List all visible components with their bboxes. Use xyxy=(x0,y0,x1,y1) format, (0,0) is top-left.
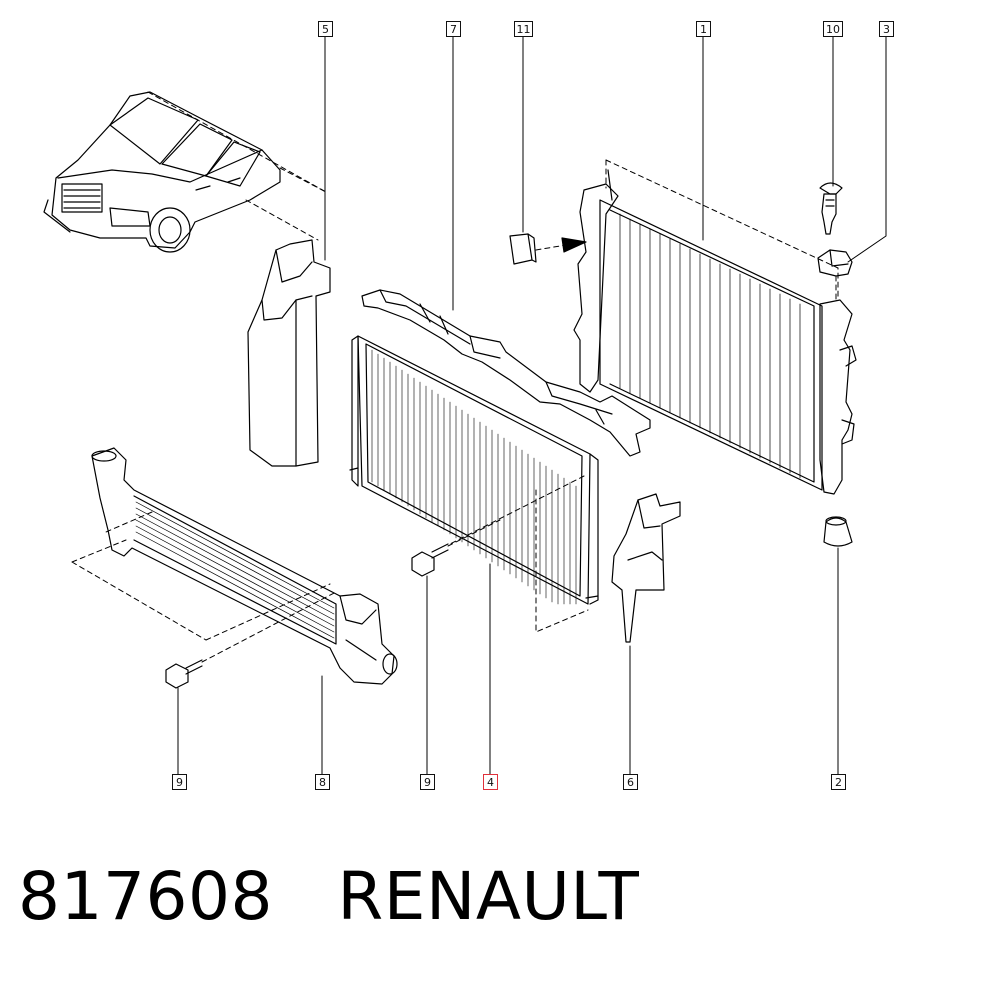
rubber-mount xyxy=(823,516,853,547)
clip-part-10 xyxy=(819,182,843,235)
callout-1: 1 xyxy=(696,21,711,37)
part-caption: 817608 RENAULT xyxy=(18,858,639,935)
callout-5: 5 xyxy=(318,21,333,37)
exploded-parts-diagram xyxy=(43,35,887,775)
radiator xyxy=(573,169,857,495)
sensor-block xyxy=(509,233,537,265)
intercooler xyxy=(91,447,398,685)
callout-2: 2 xyxy=(831,774,846,790)
arrow-icon xyxy=(561,237,587,253)
callout-9-left: 9 xyxy=(172,774,187,790)
brand-name: RENAULT xyxy=(337,858,640,935)
callout-6: 6 xyxy=(623,774,638,790)
upper-cross-member xyxy=(361,289,651,457)
callout-7: 7 xyxy=(446,21,461,37)
car-icon xyxy=(43,91,281,253)
callout-10: 10 xyxy=(823,21,843,37)
bracket-part-3 xyxy=(817,249,853,277)
callout-9-center: 9 xyxy=(420,774,435,790)
callout-3: 3 xyxy=(879,21,894,37)
bolt-center xyxy=(411,543,449,577)
air-deflector-left xyxy=(247,239,331,467)
air-deflector-right xyxy=(611,493,681,643)
part-number: 817608 xyxy=(18,858,273,935)
callout-4-highlighted: 4 xyxy=(483,774,498,790)
bolt-left xyxy=(165,659,203,689)
callout-11: 11 xyxy=(514,21,533,37)
callout-8: 8 xyxy=(315,774,330,790)
condenser xyxy=(349,335,599,605)
